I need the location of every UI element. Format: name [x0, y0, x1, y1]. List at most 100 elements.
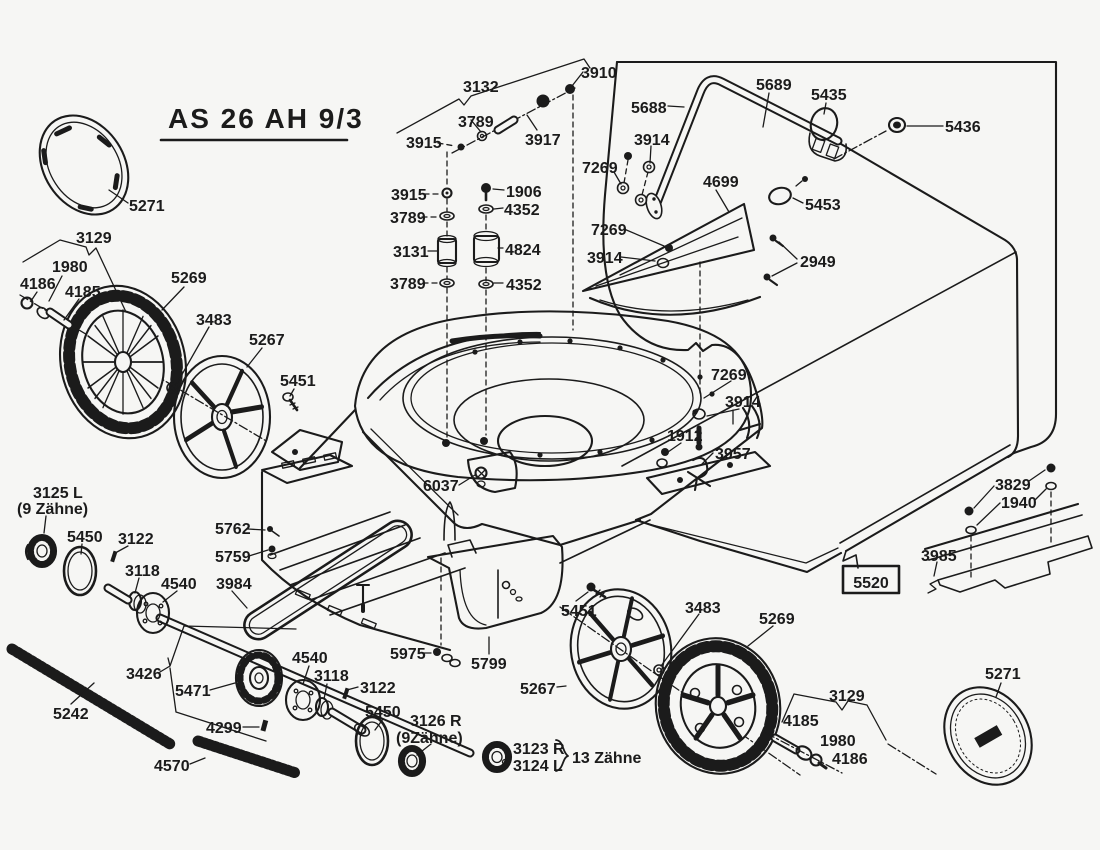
part-label-4540: 4540	[161, 576, 197, 593]
rear-panel-5799	[426, 501, 651, 630]
part-label-5520: 5520	[853, 575, 889, 592]
gear-3123-3124	[481, 740, 513, 774]
spacer-stack-left	[436, 151, 458, 447]
part-label-5269: 5269	[171, 270, 207, 287]
part-label-5450: 5450	[365, 704, 401, 721]
part-label-4185: 4185	[783, 713, 819, 730]
pin-3122-left	[110, 550, 118, 563]
screw-5451-left	[282, 392, 299, 412]
grommet-5436	[887, 116, 907, 134]
part-label-3132: 3132	[463, 79, 499, 96]
part-label-3984: 3984	[216, 576, 252, 593]
rear-axle-assembly	[6, 533, 513, 779]
part-label-1906: 1906	[506, 184, 542, 201]
part-label-5762: 5762	[215, 521, 251, 538]
part-label-4186: 4186	[832, 751, 868, 768]
gear-3125L	[24, 533, 58, 569]
part-label-3483: 3483	[685, 600, 721, 617]
part-label-5267: 5267	[249, 332, 285, 349]
part-label-7269: 7269	[711, 367, 747, 384]
part-label-4299: 4299	[206, 720, 242, 737]
part-label-4540: 4540	[292, 650, 328, 667]
spacer-stack-right	[472, 94, 574, 445]
part-label-5435: 5435	[811, 87, 847, 104]
screw-6037	[474, 466, 488, 488]
part-label-3122: 3122	[360, 680, 396, 697]
part-label-3126-R: 3126 R	[410, 713, 462, 730]
part-label-4824: 4824	[505, 242, 541, 259]
part-label--9-Z-hne-: (9 Zähne)	[17, 501, 88, 518]
part-label-5975: 5975	[390, 646, 426, 663]
part-label-5267: 5267	[520, 681, 556, 698]
chassis-frame	[243, 470, 466, 668]
part-label-5271: 5271	[985, 666, 1021, 683]
clamp-5450-bottom	[354, 715, 390, 767]
part-label-3483: 3483	[196, 312, 232, 329]
part-label-3914: 3914	[634, 132, 670, 149]
part-label-5436: 5436	[945, 119, 981, 136]
left-wheel-assembly	[19, 284, 299, 480]
part-label-3131: 3131	[393, 244, 429, 261]
knob-5453	[768, 176, 808, 206]
fastener-row-3132	[451, 84, 576, 154]
part-label-3914: 3914	[587, 250, 623, 267]
right-wheel-assembly	[559, 588, 1033, 786]
clip-3914-deck	[738, 404, 762, 440]
page-title: AS 26 AH 9/3	[168, 103, 364, 134]
part-label-5471: 5471	[175, 683, 211, 700]
hubcap-5271-bottom	[943, 686, 1033, 786]
part-label-3129: 3129	[829, 688, 865, 705]
part-label-5799: 5799	[471, 656, 507, 673]
part-label-3829: 3829	[995, 477, 1031, 494]
part-label-4699: 4699	[703, 174, 739, 191]
right-tire-5269	[654, 637, 782, 775]
part-label-3426: 3426	[126, 666, 162, 683]
part-label-3915: 3915	[391, 187, 427, 204]
part-label-5689: 5689	[756, 77, 792, 94]
axle-bolt-set-left	[20, 296, 74, 330]
part-label-7269: 7269	[582, 160, 618, 177]
part-label-1980: 1980	[52, 259, 88, 276]
part-label-5450: 5450	[67, 529, 103, 546]
part-label-3118: 3118	[314, 668, 349, 685]
part-label-2949: 2949	[800, 254, 836, 271]
gear-3126R	[397, 744, 427, 778]
hub-3483-left	[166, 382, 178, 394]
part-label-5451: 5451	[561, 603, 597, 620]
clip-3957	[686, 456, 712, 492]
part-labels: 3132391039153789391756885689543554363914…	[17, 65, 1037, 775]
clip-5759	[268, 545, 276, 553]
frame-label-5520-box	[841, 564, 901, 595]
clamp-5435	[808, 107, 848, 162]
part-label-5271: 5271	[129, 198, 165, 215]
part-label-3789: 3789	[458, 114, 494, 131]
part-label-3118: 3118	[125, 563, 160, 580]
sprocket-5471	[234, 648, 284, 708]
threaded-rod-5242	[6, 643, 176, 750]
part-label-3124-L: 3124 L	[513, 758, 563, 775]
part-label-3914: 3914	[725, 394, 761, 411]
pin-4299	[260, 719, 269, 732]
part-label-4570: 4570	[154, 758, 190, 775]
part-label-5453: 5453	[805, 197, 841, 214]
part-label-5759: 5759	[215, 549, 251, 566]
rear-bracket-3985	[841, 463, 1093, 595]
part-label-3985: 3985	[921, 548, 957, 565]
pin-3122-bottom	[342, 687, 350, 700]
belt-3984	[243, 519, 413, 641]
leader-lines	[22, 58, 1047, 772]
part-label-3917: 3917	[525, 132, 561, 149]
part-label-1980: 1980	[820, 733, 856, 750]
part-label-6037: 6037	[423, 478, 459, 495]
part-label-4186: 4186	[20, 276, 56, 293]
part-label-3123-R: 3123 R	[513, 741, 565, 758]
spring-4570	[192, 735, 302, 779]
part-label-4352: 4352	[504, 202, 540, 219]
brace-13-zaehne	[555, 739, 569, 772]
part-label-7269: 7269	[591, 222, 627, 239]
part-label-1912: 1912	[667, 428, 703, 445]
part-label-13-Z-hne: 13 Zähne	[572, 750, 641, 767]
left-rim-5267	[172, 354, 272, 480]
part-label-3129: 3129	[76, 230, 112, 247]
